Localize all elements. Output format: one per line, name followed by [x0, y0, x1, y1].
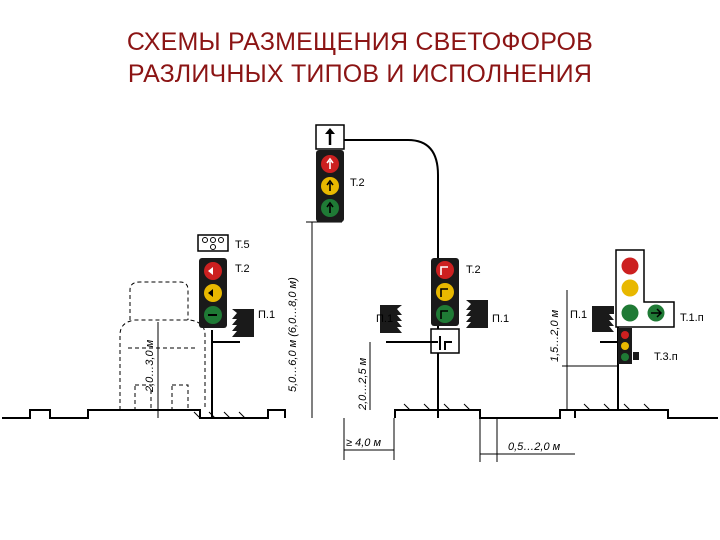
dim-offset: 0,5…2,0 м	[508, 441, 561, 453]
p1-mid-left-signal	[380, 305, 402, 333]
arched-pole	[344, 139, 439, 418]
dim-bus: 2,0…3,0 м	[144, 339, 156, 393]
label-t2-top: Т.2	[350, 177, 365, 189]
label-p1-left: П.1	[258, 309, 275, 321]
t3p-signal	[618, 328, 639, 364]
p1-left-signal	[232, 309, 254, 337]
label-t3p: Т.3.п	[654, 351, 678, 363]
ground-line	[2, 409, 718, 419]
t1p-signal	[615, 249, 675, 328]
t5-signal	[197, 234, 229, 252]
label-p1-right: П.1	[570, 309, 587, 321]
t2-mid-signal	[430, 258, 460, 354]
label-t5: Т.5	[235, 239, 250, 251]
dim-tall: 5,0…6,0 м (6,0…8,0 м)	[287, 277, 299, 392]
dim-gap: ≥ 4,0 м	[346, 437, 381, 449]
t2-left-signal	[199, 258, 227, 328]
p1-right-signal	[592, 306, 614, 332]
dim-mid: 2,0…2,5 м	[357, 357, 369, 411]
bus-outline	[119, 281, 206, 411]
label-t1p: Т.1.п	[680, 312, 704, 324]
p1-mid-right-signal	[466, 300, 488, 328]
label-t2-mid: Т.2	[466, 264, 481, 276]
label-t2-left: Т.2	[235, 263, 250, 275]
title-line-1: СХЕМЫ РАЗМЕЩЕНИЯ СВЕТОФОРОВ	[126, 28, 594, 56]
label-p1-mid-right: П.1	[492, 313, 509, 325]
t2-top-signal	[315, 124, 345, 222]
label-p1-mid-left: П.1	[376, 313, 393, 325]
title-line-2: РАЗЛИЧНЫХ ТИПОВ И ИСПОЛНЕНИЯ	[127, 60, 593, 88]
dim-right: 1,5…2,0 м	[549, 309, 561, 362]
